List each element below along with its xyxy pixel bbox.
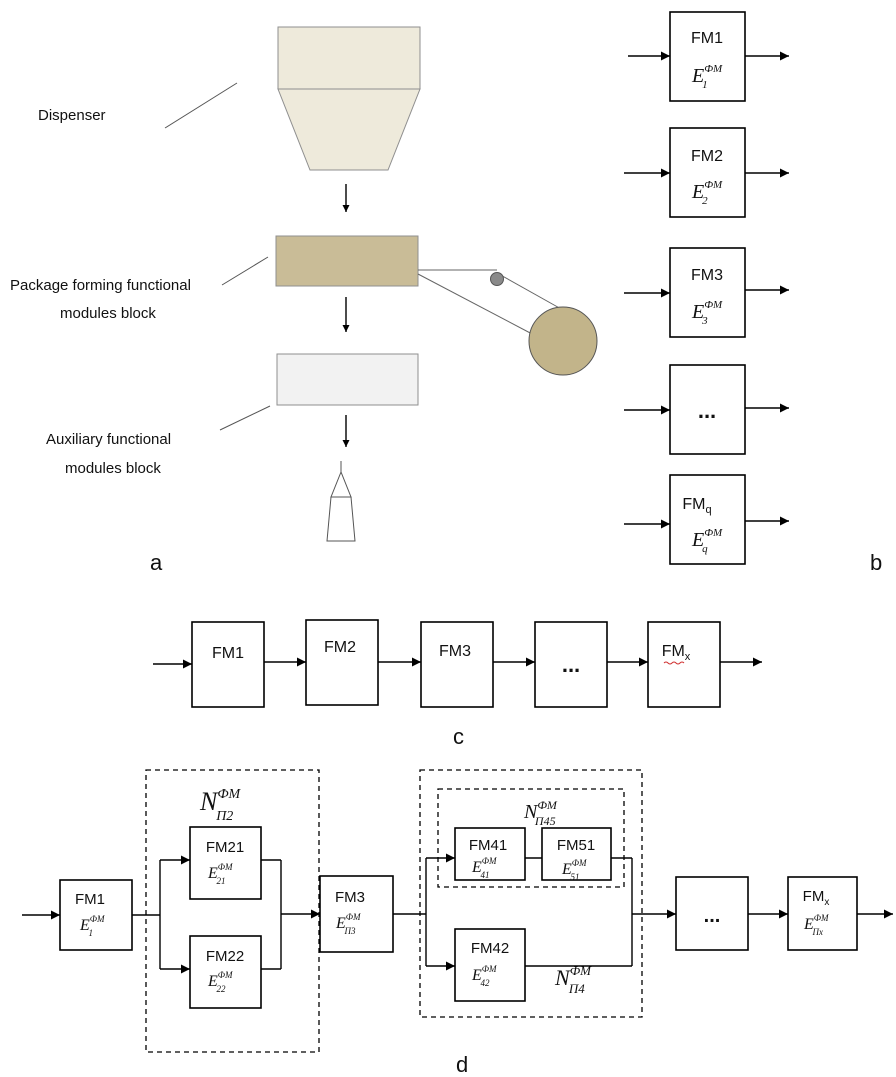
module-name: FMq (682, 496, 711, 516)
film-lower-line (417, 273, 535, 336)
c-fm2-label: FM2 (324, 639, 356, 656)
module-box (669, 247, 746, 338)
d-fm42-label: FM42 (471, 940, 509, 957)
package-label-line2: modules block (60, 305, 156, 322)
d-group-p2-border (145, 769, 320, 1053)
caption-d: d (456, 1052, 468, 1077)
dispenser-top (277, 26, 421, 90)
c-box-fm3 (420, 621, 494, 708)
c-fm1-label: FM1 (212, 645, 244, 662)
caption-c: c (453, 724, 464, 749)
auxiliary-label-line2: modules block (65, 460, 161, 477)
dispenser-label: Dispenser (38, 107, 106, 124)
film-feed (417, 269, 598, 376)
d-fmx-label: FMx (803, 888, 830, 908)
auxiliary-label-line1: Auxiliary functional (46, 431, 171, 448)
d-box-fm21 (189, 826, 262, 900)
d-group-p4-border (419, 769, 643, 1018)
d-box-fm3 (319, 875, 394, 953)
package-leader-line (221, 256, 269, 286)
c-box-fm2 (305, 619, 379, 706)
dispenser-leader-line (164, 82, 238, 129)
dispenser-hopper (277, 88, 421, 171)
module-name: FM1 (691, 30, 723, 47)
film-roll (528, 306, 598, 376)
d-group-p45-border (437, 788, 625, 888)
d-fm51-label: FM51 (557, 837, 595, 854)
caption-b: b (870, 550, 882, 575)
module-box (669, 127, 746, 218)
d-fm1-label: FM1 (75, 891, 105, 908)
d-fm21-label: FM21 (206, 839, 244, 856)
d-box-fm1 (59, 879, 133, 951)
d-box-fm22 (189, 935, 262, 1009)
output-package-icon (326, 461, 356, 542)
auxiliary-block (276, 353, 419, 406)
module-box (669, 11, 746, 102)
c-dots-label: ... (562, 652, 580, 677)
c-box-fm1 (191, 621, 265, 708)
d-box-fm42 (454, 928, 526, 1002)
panel-c: FM1 FM2 FM3 ... FMx c (153, 619, 762, 749)
c-box-dots (534, 621, 608, 708)
auxiliary-leader-line (219, 405, 271, 431)
module-name: ... (698, 398, 716, 423)
module-box (669, 364, 746, 455)
d-box-fm41 (454, 827, 526, 881)
module-box (669, 474, 746, 565)
d-dots-label: ... (704, 905, 721, 927)
d-box-fm51 (541, 827, 612, 881)
module-name: FM2 (691, 148, 723, 165)
d-fm22-label: FM22 (206, 948, 244, 965)
c-fm3-label: FM3 (439, 643, 471, 660)
guide-roller (490, 272, 504, 286)
dispenser (277, 26, 421, 171)
c-box-fmx (647, 621, 721, 708)
panel-b-module-dots: ... (624, 364, 789, 455)
d-fm41-label: FM41 (469, 837, 507, 854)
package-forming-block (275, 235, 419, 287)
module-name: FM3 (691, 267, 723, 284)
c-fmx-label: FMx (662, 643, 691, 663)
package-label-line1: Package forming functional (10, 277, 191, 294)
c-spellcheck-underline (663, 661, 685, 665)
d-fm3-label: FM3 (335, 889, 365, 906)
panel-a: Dispenser Package forming functional mod… (10, 26, 598, 575)
caption-a: a (150, 550, 163, 575)
film-to-roll-line (496, 272, 564, 311)
